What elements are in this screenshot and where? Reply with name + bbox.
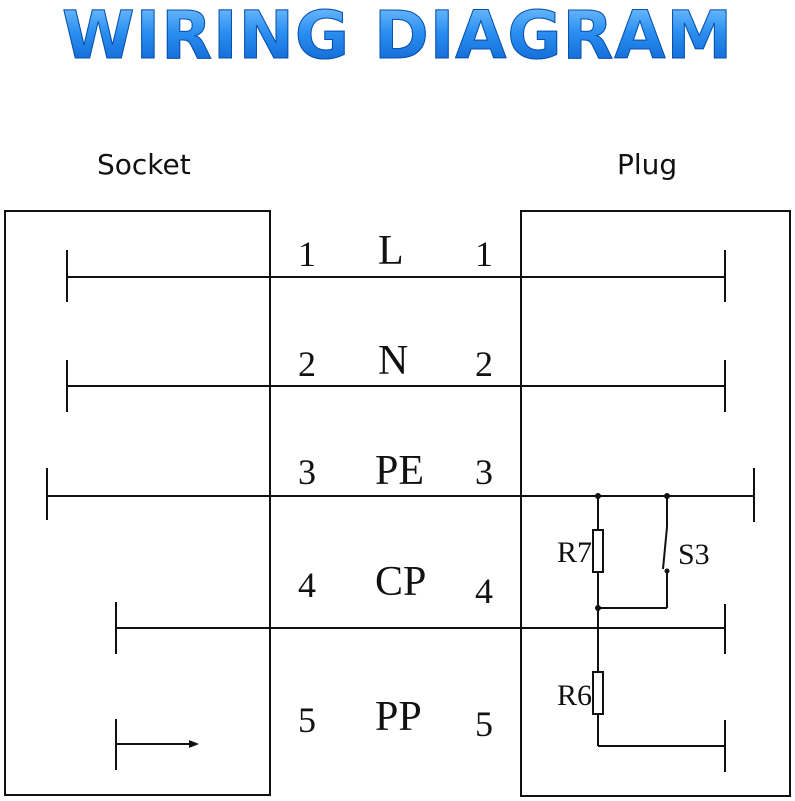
r6-label: R6 (557, 679, 592, 712)
socket-pp-arrowhead (189, 740, 199, 748)
r7-label: R7 (557, 536, 592, 569)
junction-dot (595, 605, 601, 611)
left-pin-2: 2 (298, 344, 316, 384)
left-pin-3: 3 (298, 452, 316, 492)
signal-label-2: N (378, 338, 408, 384)
plug-label: Plug (617, 148, 678, 181)
signal-label-4: CP (375, 559, 426, 605)
signal-label-5: PP (375, 694, 422, 740)
plug-box (520, 210, 791, 797)
left-pin-4: 4 (298, 565, 316, 605)
right-pin-5: 5 (475, 704, 493, 744)
signal-label-3: PE (375, 448, 424, 494)
page-title: WIRING DIAGRAM (0, 0, 795, 72)
socket-label: Socket (97, 148, 191, 181)
r7-resistor (592, 529, 604, 573)
signal-label-1: L (378, 228, 404, 274)
r6-resistor (592, 671, 604, 715)
junction-dot (595, 493, 601, 499)
left-pin-5: 5 (298, 700, 316, 740)
s3-label: S3 (678, 538, 710, 571)
left-pin-1: 1 (298, 234, 316, 274)
s3-switch-blade (662, 526, 668, 570)
right-pin-2: 2 (475, 344, 493, 384)
right-pin-4: 4 (475, 571, 493, 611)
junction-dot (664, 493, 670, 499)
socket-box (4, 210, 271, 796)
right-pin-1: 1 (475, 234, 493, 274)
right-pin-3: 3 (475, 452, 493, 492)
junction-dot (664, 568, 670, 574)
